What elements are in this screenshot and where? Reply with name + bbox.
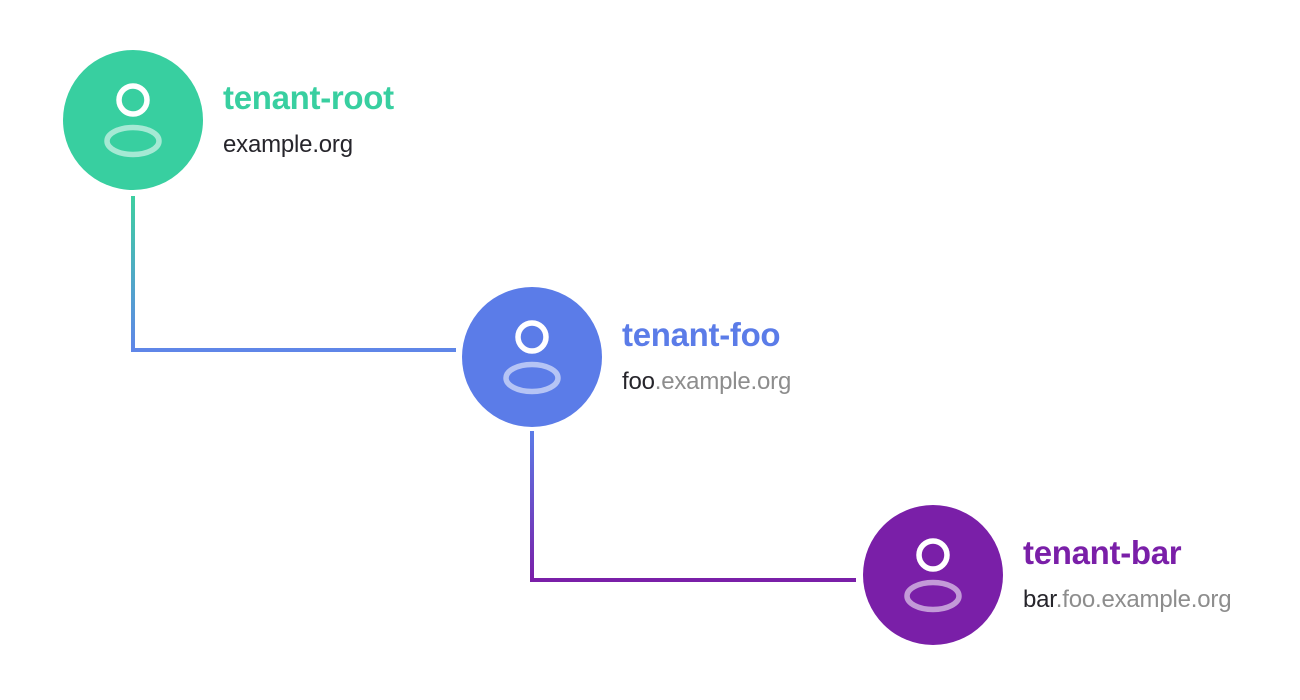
connector-root-to-foo <box>131 196 456 352</box>
node-tenant-foo: tenant-foo foo.example.org <box>462 287 791 427</box>
connector-foo-to-bar <box>530 431 856 582</box>
tenant-name: tenant-root <box>223 79 394 116</box>
person-icon <box>503 320 561 395</box>
tenant-domain-secondary: .foo.example.org <box>1055 586 1232 613</box>
tenant-domain: bar.foo.example.org <box>1023 586 1232 613</box>
person-icon <box>904 538 962 613</box>
tenant-domain: foo.example.org <box>622 369 791 395</box>
avatar-circle <box>462 287 602 427</box>
avatar-circle <box>63 50 203 190</box>
node-labels: tenant-bar bar.foo.example.org <box>1023 534 1232 613</box>
tenant-name: tenant-foo <box>622 316 781 353</box>
tenant-domain-primary: foo <box>622 368 655 395</box>
tenant-foo-avatar <box>462 287 602 427</box>
tenant-domain-primary: bar <box>1023 586 1056 613</box>
tenant-root-avatar <box>63 50 203 190</box>
node-labels: tenant-root example.org <box>223 80 394 158</box>
person-icon <box>104 83 162 158</box>
tenant-domain-primary: example.org <box>223 131 353 158</box>
node-tenant-bar: tenant-bar bar.foo.example.org <box>863 505 1232 645</box>
tenant-domain-secondary: .example.org <box>654 368 792 395</box>
tenant-bar-avatar <box>863 505 1003 645</box>
tenant-name: tenant-bar <box>1023 534 1182 571</box>
avatar-circle <box>863 505 1003 645</box>
node-tenant-root: tenant-root example.org <box>63 50 394 190</box>
node-labels: tenant-foo foo.example.org <box>622 317 791 395</box>
tenant-domain: example.org <box>223 132 394 158</box>
